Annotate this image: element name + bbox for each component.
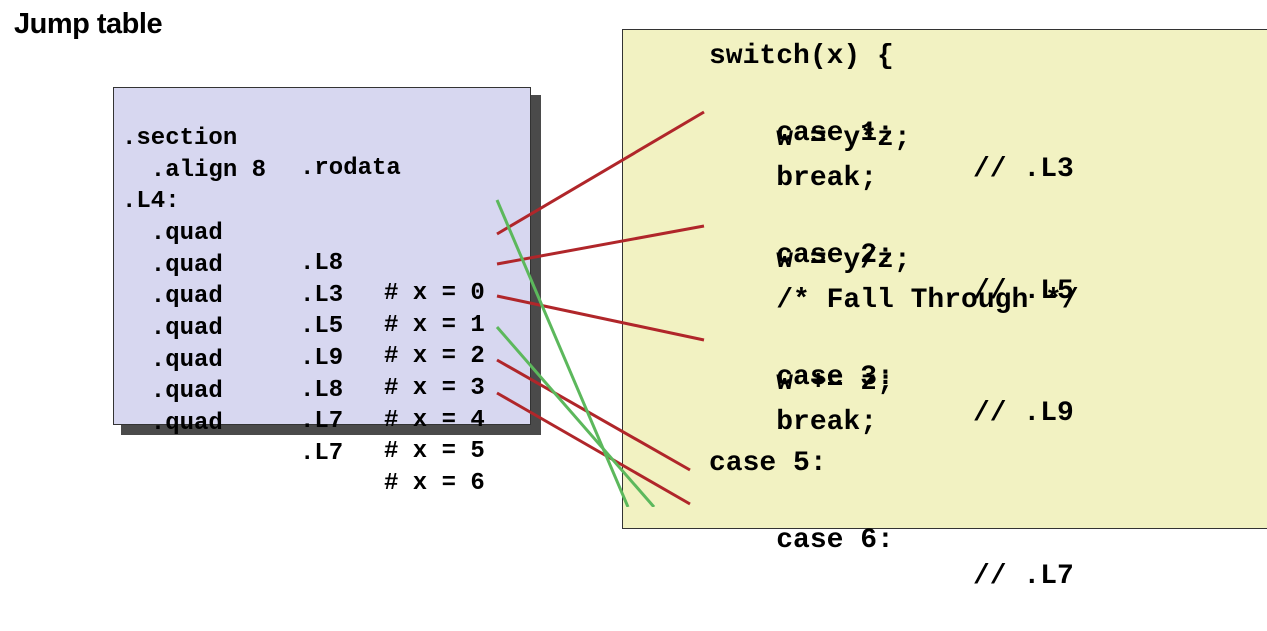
asm-target-label: .L9 [300, 345, 344, 372]
code-line: w = y/z; [709, 245, 911, 276]
case-5-line: case 5: [709, 448, 827, 479]
arrow-x6-to-case6 [496, 391, 691, 506]
asm-directive: .quad [122, 410, 223, 437]
switch-code-box: switch(x) { case 1: // .L3 w = y*z; brea… [622, 29, 1267, 592]
asm-directive: .quad [122, 252, 223, 279]
case-comment: // .L5 [973, 276, 1074, 307]
asm-directive: .quad [122, 283, 223, 310]
asm-line: .section .rodata [122, 94, 401, 182]
case-1-line: case 1: // .L3 [709, 80, 1074, 185]
arrow-x4-to-default [495, 326, 656, 507]
asm-comment: # x = 4 [384, 407, 485, 434]
asm-comment: # x = 5 [384, 438, 485, 465]
asm-directive: .section [122, 125, 238, 152]
code-line: break; [709, 163, 878, 194]
asm-directive: .quad [122, 347, 223, 374]
code-line: w = y*z; [709, 123, 911, 154]
asm-entry-x2: .quad .L5 # x = 2 [122, 252, 485, 370]
asm-line: .L4: [122, 157, 180, 215]
asm-directive: .quad [122, 220, 223, 247]
asm-target-label: .L3 [300, 282, 344, 309]
arrow-x0-to-default [495, 199, 630, 507]
case-comment: // .L3 [973, 154, 1074, 185]
asm-label: .L4: [122, 188, 180, 215]
asm-target-label: .L8 [300, 377, 344, 404]
asm-operand: .rodata [300, 155, 401, 182]
code-comment-line: /* Fall Through */ [709, 285, 1079, 316]
asm-comment: # x = 2 [384, 343, 485, 370]
asm-entry-x4: .quad .L8 # x = 4 [122, 316, 485, 434]
asm-entry-x1: .quad .L3 # x = 1 [122, 221, 485, 339]
case-label: case 2: [776, 240, 894, 271]
asm-comment: # x = 6 [384, 470, 485, 497]
case-label: case 6: [776, 525, 894, 556]
case-comment: // .L9 [973, 398, 1074, 429]
code-line: break; [709, 407, 878, 438]
asm-comment: # x = 3 [384, 375, 485, 402]
asm-comment: # x = 0 [384, 280, 485, 307]
jump-table-asm-box: .section .rodata .align 8 .L4: .quad .L8… [113, 87, 531, 497]
asm-entry-x6: .quad .L7 # x = 6 [122, 379, 485, 497]
asm-directive: .quad [122, 378, 223, 405]
case-3-line: case 3: // .L9 [709, 324, 1074, 429]
code-line: switch(x) { [709, 41, 894, 72]
arrow-x3-to-case3 [496, 294, 705, 342]
case-2-line: case 2: // .L5 [709, 202, 1074, 307]
asm-entry-x3: .quad .L9 # x = 3 [122, 284, 485, 402]
code-line: w += z; [709, 367, 894, 398]
asm-directive: .align 8 [122, 157, 267, 184]
arrow-x2-to-case2 [496, 224, 705, 266]
arrow-x1-to-case1 [496, 110, 705, 236]
asm-directive: .quad [122, 315, 223, 342]
page-title: Jump table [14, 8, 163, 40]
asm-target-label: .L7 [300, 408, 344, 435]
case-label: case 3: [776, 362, 894, 393]
case-label: case 1: [776, 118, 894, 149]
asm-target-label: .L5 [300, 313, 344, 340]
asm-target-label: .L7 [300, 440, 344, 467]
asm-entry-x5: .quad .L7 # x = 5 [122, 347, 485, 465]
arrow-x5-to-case5 [496, 358, 691, 472]
case-comment: // .L7 [973, 561, 1074, 592]
asm-comment: # x = 1 [384, 312, 485, 339]
asm-line: .align 8 [122, 126, 266, 184]
asm-entry-x0: .quad .L8 # x = 0 [122, 189, 485, 307]
asm-target-label: .L8 [300, 250, 344, 277]
jump-arrows [495, 110, 705, 507]
